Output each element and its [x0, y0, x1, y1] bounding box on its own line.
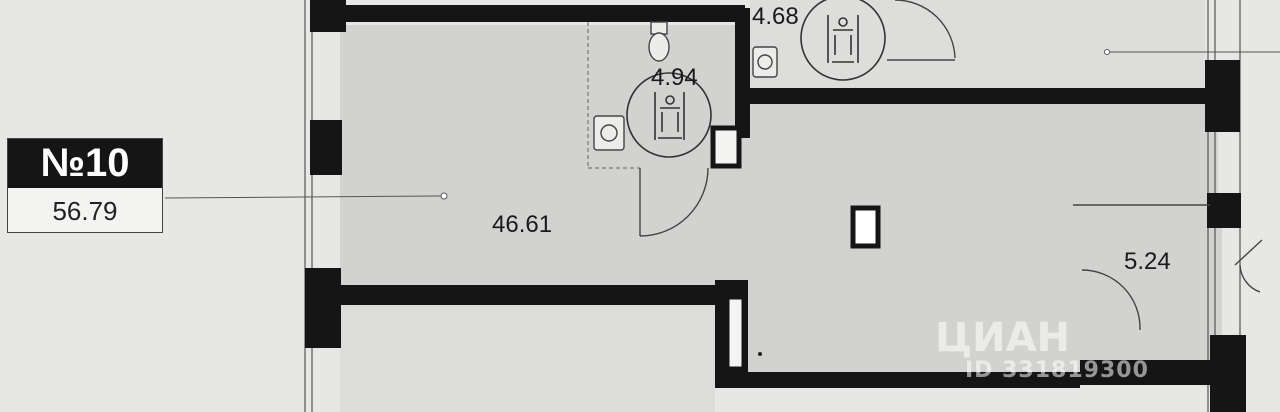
leader-dot-2	[1104, 49, 1110, 55]
cian-watermark-id: ID 331819300	[965, 358, 1149, 383]
unit-info-box: №10 56.79	[7, 138, 163, 233]
shaft-lower	[726, 296, 745, 370]
main-room-area-label: 46.61	[492, 211, 553, 238]
leader-dot	[440, 192, 448, 200]
hall-area-label: 5.24	[1124, 248, 1171, 275]
wheelchair-icon-2	[800, 0, 886, 81]
cian-watermark-logo: ЦИАН	[935, 315, 1071, 361]
wheelchair-icon	[626, 72, 712, 158]
small-dot	[758, 352, 762, 356]
column-marker	[850, 205, 881, 249]
plumbing-fixtures	[593, 21, 778, 151]
bathroom-area-label: 4.94	[651, 64, 698, 91]
neighbor-bathroom-area-label: 4.68	[752, 3, 799, 30]
leader-lines	[164, 51, 1280, 199]
bathroom-partition	[587, 22, 640, 169]
main-room-fill	[340, 25, 750, 293]
unit-number: №10	[8, 139, 162, 188]
top-right-fill	[750, 0, 1205, 88]
door-swings	[639, 0, 1263, 331]
shaft-bathroom	[710, 125, 742, 169]
lower-room-fill	[340, 305, 715, 412]
walls	[305, 0, 1246, 412]
unit-total-area: 56.79	[52, 196, 118, 226]
